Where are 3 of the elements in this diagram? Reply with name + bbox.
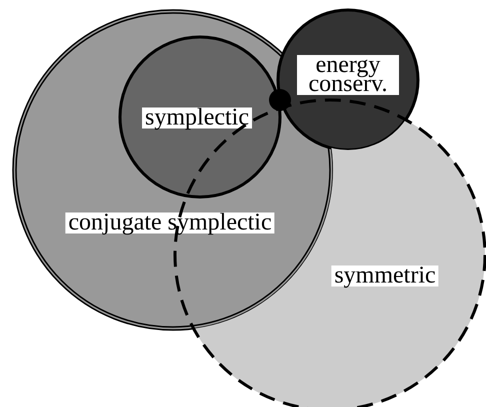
- set-label: energy conserv.: [297, 55, 399, 95]
- set-label: symmetric: [331, 266, 439, 286]
- set-label: symplectic: [142, 108, 252, 128]
